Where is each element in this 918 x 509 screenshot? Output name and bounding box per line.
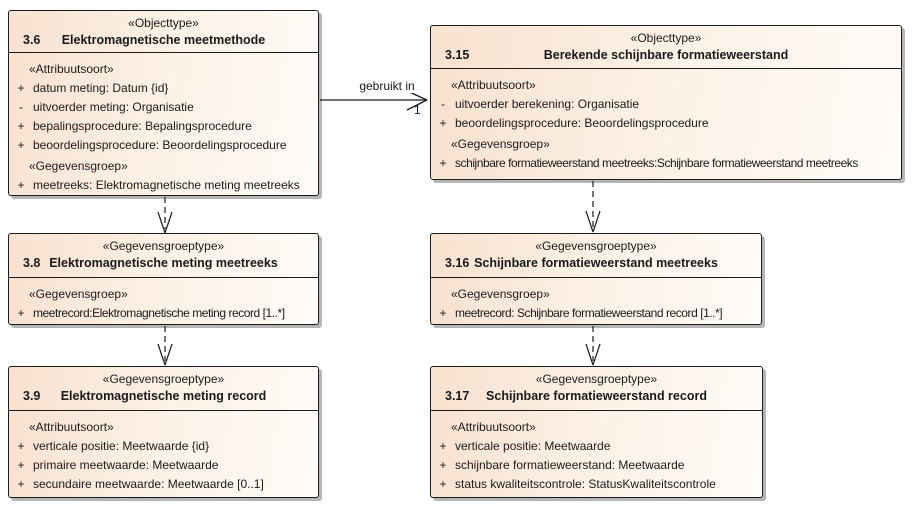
class-header: «Objecttype» 3.6 Elektromagnetische meet…: [9, 11, 318, 53]
visibility-sign: +: [439, 116, 447, 130]
class-attributes: «Gegevensgroep» + meetrecord:Elektromagn…: [9, 278, 318, 323]
dependency-arrow: [585, 181, 601, 233]
class-title: Schijnbare formatieweerstand meetreeks: [474, 256, 718, 270]
attribute-row: + beoordelingsprocedure: Beoordelingspro…: [9, 136, 318, 155]
attribute-row: + meetrecord: Schijnbare formatieweersta…: [431, 304, 761, 323]
attribute-row: + meetrecord:Elektromagnetische meting r…: [9, 304, 318, 323]
attribute-row: + meetreeks: Elektromagnetische meting m…: [9, 176, 318, 195]
class-attributes: «Gegevensgroep» + meetrecord: Schijnbare…: [431, 278, 761, 323]
visibility-sign: +: [17, 458, 25, 472]
class-number: 3.8: [23, 256, 41, 270]
attribute-row: + bepalingsprocedure: Bepalingsprocedure: [9, 117, 318, 136]
stereotype-label: «Gegevensgroeptype»: [535, 372, 658, 386]
association-label: gebruikt in: [344, 79, 430, 93]
attribute-text: verticale positie: Meetwaarde {id}: [33, 439, 210, 453]
dependency-arrow: [585, 326, 601, 366]
section-heading: «Gegevensgroep»: [29, 287, 128, 301]
attribute-row: + beoordelingsprocedure: Beoordelingspro…: [431, 114, 901, 133]
visibility-sign: +: [439, 458, 447, 472]
association-multiplicity: 1: [414, 103, 421, 117]
class-box-schijnbare-formatieweerstand-meetreeks: «Gegevensgroeptype» 3.16 Schijnbare form…: [430, 233, 762, 325]
section-heading: «Gegevensgroep»: [451, 287, 550, 301]
class-number: 3.16: [445, 256, 470, 270]
attribute-text: meetrecord:Elektromagnetische meting rec…: [33, 306, 285, 320]
attribute-row: + verticale positie: Meetwaarde {id}: [9, 437, 318, 456]
attribute-row: - uitvoerder berekening: Organisatie: [431, 95, 901, 114]
stereotype-label: «Gegevensgroeptype»: [535, 239, 657, 253]
attribute-text: datum meting: Datum {id}: [33, 81, 169, 95]
attribute-text: schijnbare formatieweerstand: Meetwaarde: [455, 458, 685, 472]
class-title: Schijnbare formatieweerstand record: [486, 389, 707, 403]
attribute-text: beoordelingsprocedure: Beoordelingsproce…: [33, 138, 287, 152]
visibility-sign: +: [439, 156, 447, 170]
attribute-row: + primaire meetwaarde: Meetwaarde: [9, 456, 318, 475]
visibility-sign: +: [17, 81, 25, 95]
class-title: Berekende schijnbare formatieweerstand: [543, 48, 789, 62]
attribute-row: + secundaire meetwaarde: Meetwaarde [0..…: [9, 475, 318, 494]
section-heading: «Attribuutsoort»: [451, 78, 536, 92]
attribute-text: uitvoerder meting: Organisatie: [33, 100, 194, 114]
stereotype-label: «Gegevensgroeptype»: [102, 372, 225, 386]
attribute-row: + schijnbare formatieweerstand: Meetwaar…: [431, 456, 762, 475]
attribute-row: + datum meting: Datum {id}: [9, 79, 318, 98]
attribute-text: status kwaliteitscontrole: StatusKwalite…: [455, 477, 716, 491]
class-title: Elektromagnetische meetmethode: [61, 33, 266, 47]
visibility-sign: +: [17, 306, 25, 320]
attribute-text: primaire meetwaarde: Meetwaarde: [33, 458, 219, 472]
class-header: «Gegevensgroeptype» 3.9 Elektromagnetisc…: [9, 367, 318, 411]
section-heading: «Attribuutsoort»: [451, 420, 536, 434]
visibility-sign: +: [439, 306, 447, 320]
attribute-text: verticale positie: Meetwaarde: [455, 439, 611, 453]
stereotype-label: «Objecttype»: [630, 31, 702, 45]
class-box-schijnbare-formatieweerstand-record: «Gegevensgroeptype» 3.17 Schijnbare form…: [430, 366, 763, 498]
class-number: 3.6: [23, 33, 41, 47]
class-number: 3.9: [23, 389, 41, 403]
visibility-sign: +: [17, 477, 25, 491]
class-attributes: «Attribuutsoort» + verticale positie: Me…: [431, 411, 762, 494]
class-box-elektromagnetische-meting-meetreeks: «Gegevensgroeptype» 3.8 Elektromagnetisc…: [8, 233, 319, 325]
class-attributes: «Attribuutsoort» - uitvoerder berekening…: [431, 69, 901, 173]
dependency-arrow: [157, 326, 173, 366]
visibility-sign: -: [19, 100, 23, 114]
class-header: «Gegevensgroeptype» 3.17 Schijnbare form…: [431, 367, 762, 411]
visibility-sign: +: [17, 138, 25, 152]
section-heading: «Attribuutsoort»: [29, 420, 114, 434]
attribute-text: uitvoerder berekening: Organisatie: [455, 97, 640, 111]
attribute-text: meetreeks: Elektromagnetische meting mee…: [33, 178, 300, 192]
class-title: Elektromagnetische meting record: [60, 389, 267, 403]
attribute-row: + verticale positie: Meetwaarde: [431, 437, 762, 456]
class-title: Elektromagnetische meting meetreeks: [49, 256, 278, 270]
association-gebruikt-in-arrow: [320, 90, 428, 111]
attribute-text: meetrecord: Schijnbare formatieweerstand…: [455, 306, 723, 320]
attribute-text: bepalingsprocedure: Bepalingsprocedure: [33, 119, 252, 133]
class-number: 3.15: [445, 48, 470, 62]
visibility-sign: -: [441, 97, 445, 111]
section-heading: «Gegevensgroep»: [451, 137, 550, 151]
class-box-berekende-schijnbare-formatieweerstand: «Objecttype» 3.15 Berekende schijnbare f…: [430, 25, 902, 180]
dependency-arrow: [157, 197, 173, 234]
visibility-sign: +: [17, 119, 25, 133]
attribute-text: secundaire meetwaarde: Meetwaarde [0..1]: [33, 477, 264, 491]
attribute-row: - uitvoerder meting: Organisatie: [9, 98, 318, 117]
visibility-sign: +: [17, 439, 25, 453]
section-heading: «Attribuutsoort»: [29, 62, 114, 76]
stereotype-label: «Objecttype»: [128, 16, 199, 30]
attribute-text: beoordelingsprocedure: Beoordelingsproce…: [455, 116, 709, 130]
attribute-text: schijnbare formatieweerstand meetreeks:S…: [455, 156, 858, 170]
visibility-sign: +: [17, 178, 25, 192]
class-attributes: «Attribuutsoort» + verticale positie: Me…: [9, 411, 318, 494]
attribute-row: + schijnbare formatieweerstand meetreeks…: [431, 154, 901, 173]
class-box-elektromagnetische-meetmethode: «Objecttype» 3.6 Elektromagnetische meet…: [8, 10, 319, 196]
class-header: «Gegevensgroeptype» 3.8 Elektromagnetisc…: [9, 234, 318, 278]
stereotype-label: «Gegevensgroeptype»: [102, 239, 225, 253]
visibility-sign: +: [439, 439, 447, 453]
attribute-row: + status kwaliteitscontrole: StatusKwali…: [431, 475, 762, 494]
class-box-elektromagnetische-meting-record: «Gegevensgroeptype» 3.9 Elektromagnetisc…: [8, 366, 319, 498]
class-number: 3.17: [445, 389, 470, 403]
class-header: «Gegevensgroeptype» 3.16 Schijnbare form…: [431, 234, 761, 278]
section-heading: «Gegevensgroep»: [29, 159, 128, 173]
class-header: «Objecttype» 3.15 Berekende schijnbare f…: [431, 26, 901, 69]
class-attributes: «Attribuutsoort» + datum meting: Datum {…: [9, 53, 318, 195]
visibility-sign: +: [439, 477, 447, 491]
